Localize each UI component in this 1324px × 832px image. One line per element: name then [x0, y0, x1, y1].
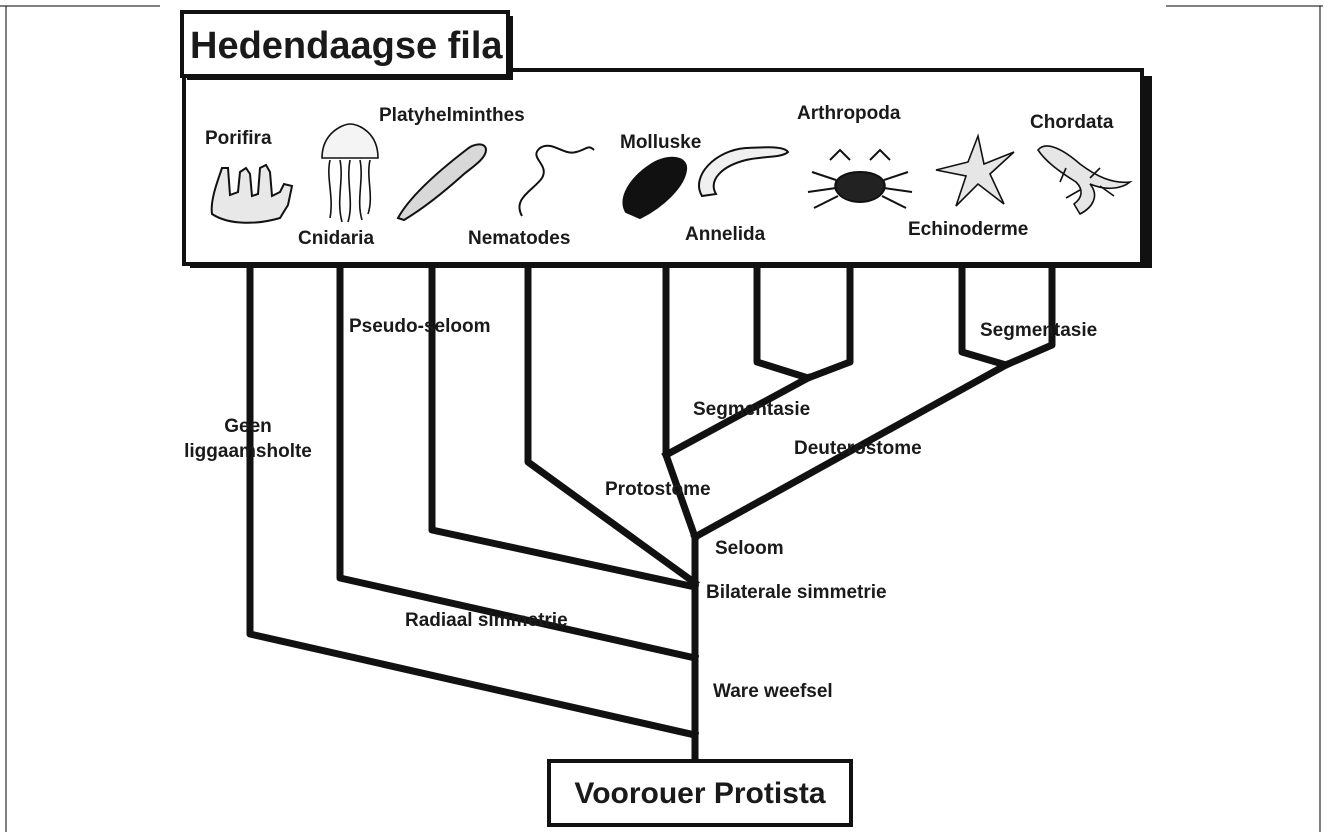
trait-bilateral-symmetry: Bilaterale simmetrie	[706, 582, 887, 603]
label-mollusca: Molluske	[620, 132, 701, 153]
label-arthropoda: Arthropoda	[797, 103, 901, 124]
trait-protostome: Protostome	[605, 479, 711, 500]
label-chordata: Chordata	[1030, 112, 1114, 133]
label-cnidaria: Cnidaria	[298, 228, 374, 249]
trait-radial-symmetry: Radiaal simmetrie	[405, 610, 568, 631]
trait-segmentation-right: Segmentasie	[980, 320, 1097, 341]
root-label: Voorouer Protista	[574, 777, 825, 810]
branch-echino-chordata	[962, 265, 1052, 365]
branch-platyhelminthes	[432, 265, 695, 587]
label-annelida: Annelida	[685, 224, 766, 245]
branch-annelida-arthropoda	[757, 265, 850, 378]
label-echinodermata: Echinoderme	[908, 219, 1028, 240]
label-platyhelminthes: Platyhelminthes	[379, 105, 525, 126]
trait-pseudocoelom: Pseudo-seloom	[349, 316, 490, 337]
label-porifera: Porifira	[205, 128, 272, 149]
trait-no-body-cavity-line1: Geen	[224, 416, 272, 437]
trait-no-body-cavity-line2: liggaamsholte	[184, 441, 312, 462]
branch-nematodes	[528, 265, 695, 583]
trait-true-tissue: Ware weefsel	[713, 681, 833, 702]
label-nematodes: Nematodes	[468, 228, 570, 249]
diagram-title: Hedendaagse fila	[190, 25, 503, 67]
trait-deuterostome: Deuterostome	[794, 438, 922, 459]
trait-segmentation-left: Segmentasie	[693, 399, 810, 420]
trait-coelom: Seloom	[715, 538, 784, 559]
tree-branches	[250, 265, 1052, 765]
